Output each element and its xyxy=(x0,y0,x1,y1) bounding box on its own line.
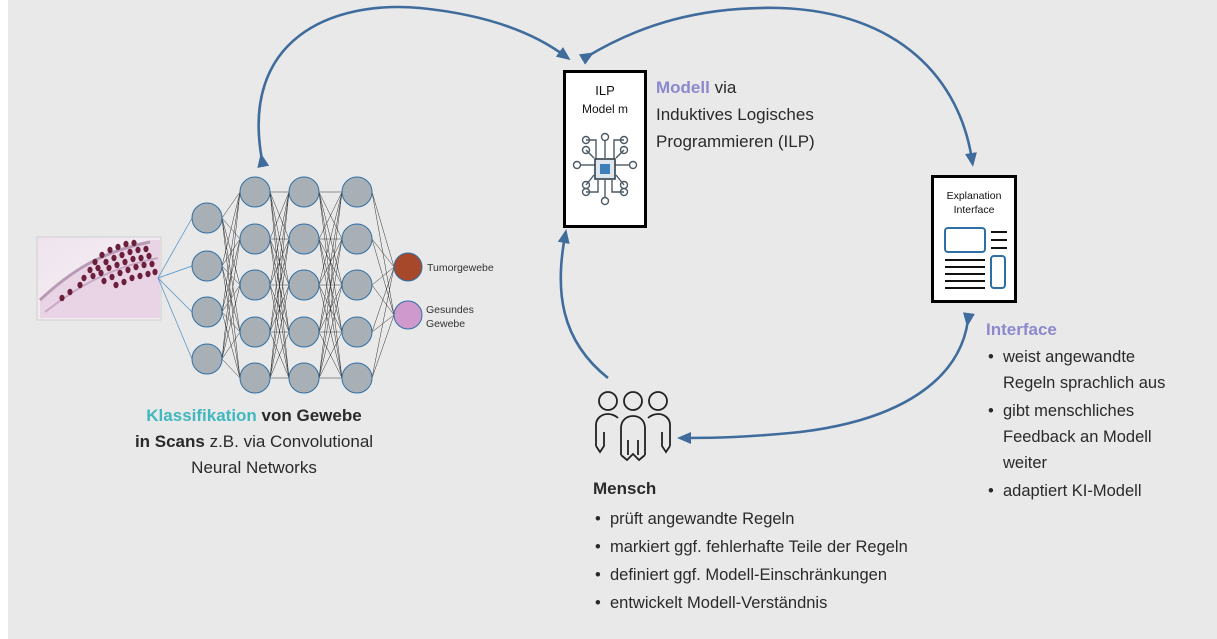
cnn-node-l0-n2 xyxy=(191,296,223,328)
cnn-node-l1-n2 xyxy=(239,269,271,301)
svg-text:Neural Networks: Neural Networks xyxy=(191,458,317,477)
interface-caption: Interface • weist angewandte Regeln sprac… xyxy=(986,320,1165,500)
people-group-icon xyxy=(595,391,671,462)
cnn-node-l3-n2 xyxy=(341,269,373,301)
arrow-cnn-model xyxy=(257,5,571,168)
cnn-node-l1-n3 xyxy=(239,316,271,348)
human-caption: Mensch • prüft angewandte Regeln • markier… xyxy=(593,479,908,612)
svg-text:•: • xyxy=(595,538,601,556)
output-label-healthy-2: Gewebe xyxy=(426,318,465,330)
svg-text:•: • xyxy=(988,348,994,366)
svg-text:adaptiert KI-Modell: adaptiert KI-Modell xyxy=(1003,482,1142,500)
interface-heading: Interface xyxy=(986,320,1057,339)
cnn-node-l1-n1 xyxy=(239,223,271,255)
ilp-model-card: ILP Model m xyxy=(563,70,647,228)
cnn-node-l2-n3 xyxy=(288,316,320,348)
document-icon xyxy=(944,227,1007,289)
model-box-line1: ILP xyxy=(595,83,615,98)
cnn-node-l2-n1 xyxy=(288,223,320,255)
cnn-node-l3-n3 xyxy=(341,316,373,348)
human-heading: Mensch xyxy=(593,479,656,498)
output-node-tumor xyxy=(393,252,423,282)
flow-arrows xyxy=(257,5,977,444)
cnn-node-l1-n0 xyxy=(239,176,271,208)
model-heading: Modell xyxy=(656,78,710,97)
classification-caption: Klassifikation von Gewebe in Scans z.B. … xyxy=(135,406,373,477)
svg-text:weiter: weiter xyxy=(1002,454,1048,472)
svg-text:markiert ggf. fehlerhafte Teil: markiert ggf. fehlerhafte Teile der Rege… xyxy=(610,538,908,556)
svg-text:•: • xyxy=(595,594,601,612)
cnn-node-l3-n4 xyxy=(341,362,373,394)
cnn-node-l1-n4 xyxy=(239,362,271,394)
cnn-network: Tumorgewebe Gesundes Gewebe xyxy=(157,176,494,394)
cnn-node-l0-n1 xyxy=(191,250,223,282)
svg-text:•: • xyxy=(595,566,601,584)
arrow-interface-human xyxy=(677,312,975,444)
svg-text:definiert ggf. Modell-Einschrä: definiert ggf. Modell-Einschränkungen xyxy=(610,566,887,584)
cnn-node-l2-n4 xyxy=(288,362,320,394)
output-label-healthy-1: Gesundes xyxy=(426,304,474,316)
svg-text:Modell via: Modell via xyxy=(656,78,737,97)
output-label-tumor: Tumorgewebe xyxy=(427,262,494,274)
svg-text:•: • xyxy=(988,482,994,500)
svg-text:•: • xyxy=(988,402,994,420)
cnn-node-l2-n2 xyxy=(288,269,320,301)
cnn-node-l3-n0 xyxy=(341,176,373,208)
svg-text:•: • xyxy=(595,510,601,528)
tissue-scan-image xyxy=(36,236,162,321)
svg-text:Induktives Logisches: Induktives Logisches xyxy=(656,105,814,124)
svg-text:Klassifikation von Gewebe: Klassifikation von Gewebe xyxy=(146,406,361,425)
arrow-human-model xyxy=(557,229,609,380)
svg-text:in Scans z.B. via Convolutiona: in Scans z.B. via Convolutional xyxy=(135,432,373,451)
output-node-healthy xyxy=(393,300,423,330)
explanation-box-line1: Explanation xyxy=(947,190,1002,202)
model-box-line2: Model m xyxy=(582,102,628,116)
explanation-interface-card: Explanation Interface xyxy=(931,175,1017,303)
chip-icon xyxy=(572,132,638,206)
cnn-node-l2-n0 xyxy=(288,176,320,208)
arrow-model-interface xyxy=(578,6,977,167)
explanation-box-line2: Interface xyxy=(954,204,995,216)
cnn-node-l0-n3 xyxy=(191,343,223,375)
svg-text:Programmieren (ILP): Programmieren (ILP) xyxy=(656,132,815,151)
cnn-node-l0-n0 xyxy=(191,202,223,234)
cnn-node-l3-n1 xyxy=(341,223,373,255)
model-caption: Modell via Induktives Logisches Programm… xyxy=(656,78,815,151)
classification-keyword: Klassifikation xyxy=(146,406,257,425)
svg-text:weist angewandte: weist angewandte xyxy=(1002,348,1135,366)
svg-text:Feedback an Modell: Feedback an Modell xyxy=(1003,428,1152,446)
svg-text:entwickelt Modell-Verständnis: entwickelt Modell-Verständnis xyxy=(610,594,827,612)
svg-text:gibt menschliches: gibt menschliches xyxy=(1003,402,1134,420)
svg-text:prüft angewandte Regeln: prüft angewandte Regeln xyxy=(610,510,794,528)
svg-text:Regeln sprachlich aus: Regeln sprachlich aus xyxy=(1003,374,1165,392)
